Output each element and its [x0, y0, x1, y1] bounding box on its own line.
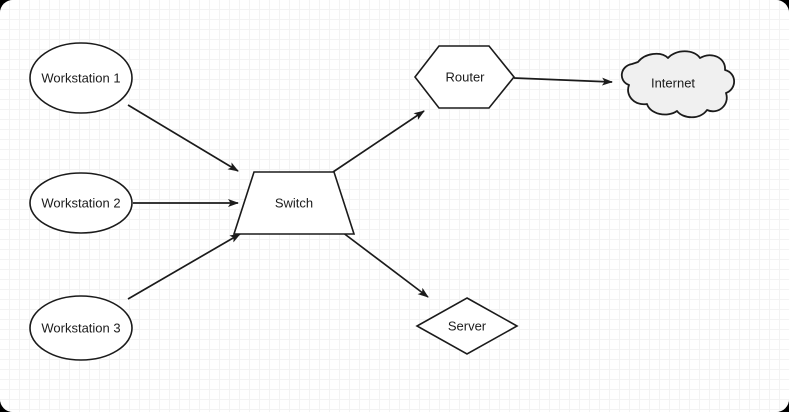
node-internet[interactable]: Internet [620, 50, 736, 119]
node-router[interactable]: Router [413, 45, 516, 109]
server-diamond[interactable] [415, 297, 519, 355]
router-label: Router [445, 69, 485, 84]
switch-label: Switch [275, 195, 313, 210]
edge-switch-server[interactable] [341, 231, 429, 298]
router-hexagon[interactable] [413, 45, 516, 109]
workstation-1-ellipse[interactable] [29, 42, 133, 114]
edge-group [127, 77, 613, 300]
workstation-1-label: Workstation 1 [41, 70, 120, 85]
edge-router-internet[interactable] [513, 77, 613, 86]
edge-workstation-3-switch[interactable] [127, 233, 241, 300]
node-workstation-3[interactable]: Workstation 3 [29, 295, 133, 361]
node-server[interactable]: Server [415, 297, 519, 355]
edge-switch-router[interactable] [332, 110, 425, 173]
internet-label: Internet [651, 75, 695, 90]
node-switch[interactable]: Switch [232, 171, 356, 235]
workstation-2-ellipse[interactable] [29, 172, 133, 234]
switch-trapezoid[interactable] [232, 171, 356, 235]
workstation-2-label: Workstation 2 [41, 195, 120, 210]
workstation-3-label: Workstation 3 [41, 320, 120, 335]
edge-workstation-1-switch[interactable] [127, 104, 239, 172]
node-workstation-2[interactable]: Workstation 2 [29, 172, 133, 234]
workstation-3-ellipse[interactable] [29, 295, 133, 361]
node-workstation-1[interactable]: Workstation 1 [29, 42, 133, 114]
internet-cloud[interactable] [620, 50, 736, 119]
server-label: Server [448, 318, 487, 333]
